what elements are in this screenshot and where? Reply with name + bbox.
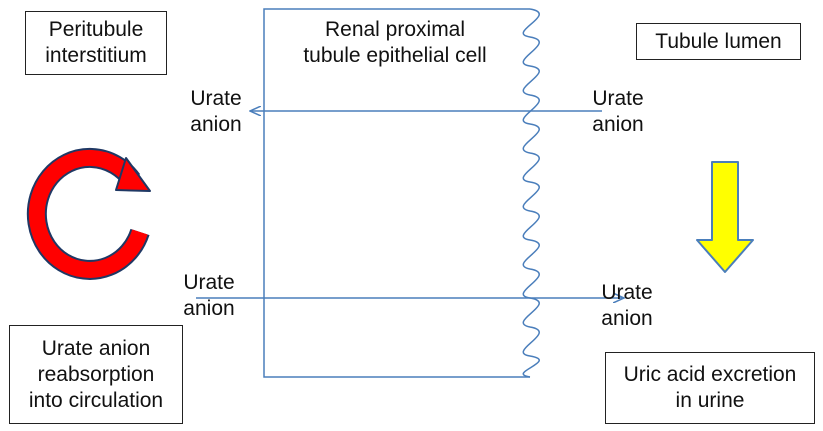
cell-label: Renal proximal tubule epithelial cell — [303, 18, 487, 67]
urate-anion-label-bottom-right: Urate anion — [601, 281, 653, 330]
urate-reabsorption-box: Urate anion reabsorption into circulatio… — [9, 325, 183, 424]
peritubule-interstitium-box: Peritubule interstitium — [25, 11, 167, 75]
circular-arrow-icon — [26, 147, 151, 280]
uric-acid-excretion-box: Uric acid excretion in urine — [605, 352, 815, 424]
tubule-lumen-box: Tubule lumen — [636, 23, 801, 60]
down-arrow-icon — [696, 161, 754, 273]
cell-outline — [263, 8, 530, 378]
urate-anion-label-bottom-left: Urate anion — [183, 271, 235, 320]
urate-anion-label-top-left: Urate anion — [190, 87, 242, 136]
urate-anion-label-top-right: Urate anion — [592, 87, 644, 136]
brush-border-wavy-membrane — [522, 8, 540, 378]
